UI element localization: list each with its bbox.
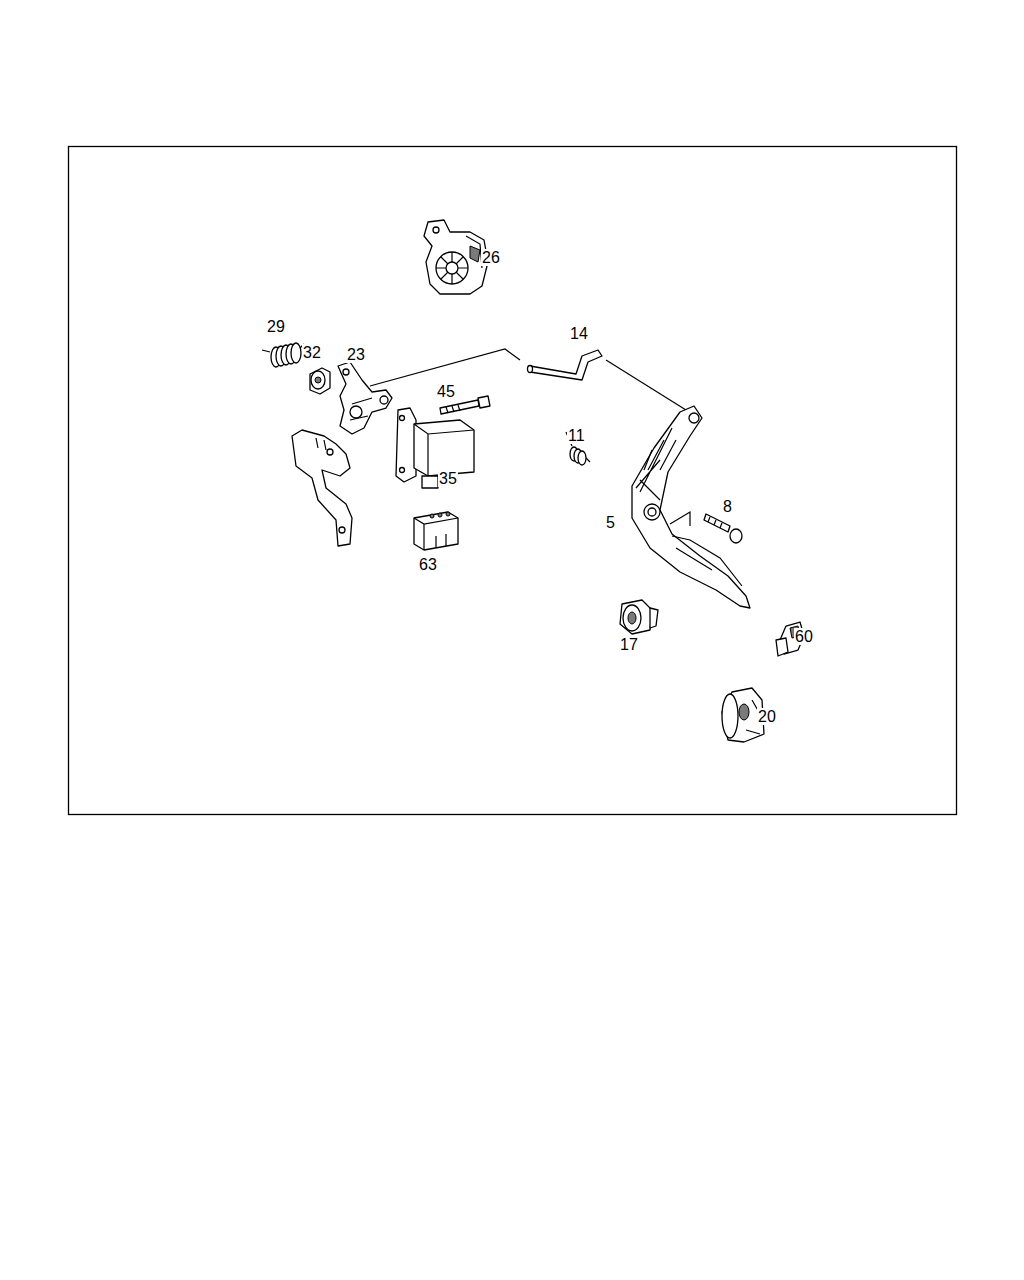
stop-switch bbox=[620, 600, 658, 634]
callout-number: 14 bbox=[569, 325, 589, 342]
callout-label: 45 bbox=[436, 383, 456, 401]
callout-label: 26 bbox=[481, 249, 501, 267]
pivot-pin bbox=[370, 349, 686, 410]
callout-number: 32 bbox=[302, 344, 322, 361]
callout-number: 8 bbox=[722, 498, 733, 515]
callout-number: 17 bbox=[619, 636, 639, 653]
lever-plate bbox=[338, 362, 392, 434]
bushing bbox=[310, 368, 330, 394]
callout-label: 23 bbox=[346, 346, 366, 364]
callout-number: 11 bbox=[567, 427, 586, 444]
accelerator-pedal bbox=[632, 406, 750, 608]
bearing-bracket bbox=[424, 220, 488, 294]
callout-number: 45 bbox=[436, 383, 456, 400]
callout-number: 29 bbox=[266, 318, 286, 335]
connector-plug bbox=[414, 512, 458, 550]
callout-label: 8 bbox=[722, 498, 733, 516]
callout-label: 17 bbox=[619, 636, 639, 654]
screw bbox=[670, 512, 742, 543]
callout-label: 29 bbox=[266, 318, 286, 336]
callout-number: 26 bbox=[481, 249, 501, 266]
callout-label: 5 bbox=[605, 514, 616, 532]
callout-number: 60 bbox=[794, 628, 814, 645]
callout-number: 20 bbox=[757, 708, 777, 725]
callout-label: 60 bbox=[794, 628, 814, 646]
mounting-plate bbox=[292, 430, 352, 546]
frame bbox=[69, 147, 957, 815]
callout-label: 32 bbox=[302, 344, 322, 362]
callout-number: 5 bbox=[605, 514, 616, 531]
callout-label: 35 bbox=[438, 470, 458, 488]
callout-number: 35 bbox=[438, 470, 458, 487]
sensor bbox=[396, 408, 474, 488]
callout-label: 14 bbox=[569, 325, 589, 343]
callout-number: 23 bbox=[346, 346, 366, 363]
callout-label: 11 bbox=[567, 427, 586, 445]
callout-label: 63 bbox=[418, 556, 438, 574]
callout-label: 20 bbox=[757, 708, 777, 726]
coil-spring bbox=[262, 343, 304, 367]
callout-number: 63 bbox=[418, 556, 438, 573]
